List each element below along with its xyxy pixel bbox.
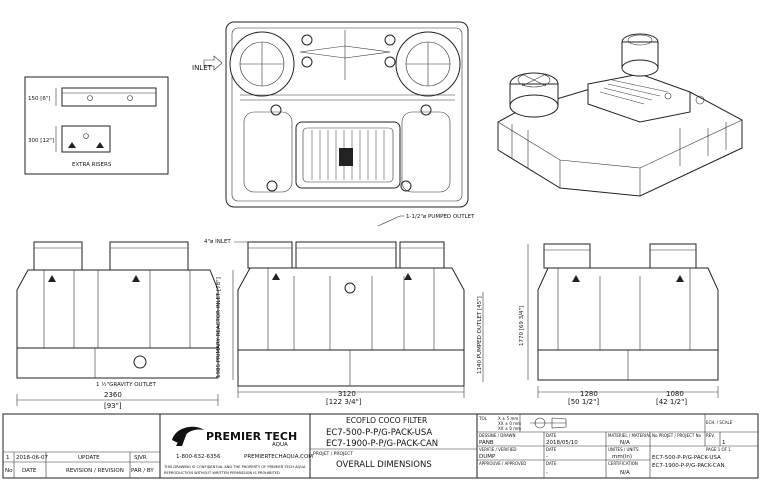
approved-label: APPROUVE / APPROVED [479,461,526,466]
rev-col-no: No [5,468,13,474]
isometric-view [497,33,743,197]
width-1280-dim: 1280 [580,390,598,398]
rev-number: 1 [6,455,10,461]
company-email: PREMIERTECHAQUA.COM [244,454,313,460]
width-42in-dim: [42 1/2"] [656,398,687,406]
pumped-outlet-label: 1-1/2"ø PUMPED OUTLET [406,214,475,220]
rev-col-by: PAR / BY [131,468,154,474]
drawn-label: DESSINE / DRAWN [479,433,515,438]
height-1770-dim: 1770 [69 3/4"] [519,306,525,346]
company-logo-sub: AQUA [272,442,288,448]
tolerance-label: TOL [478,416,488,421]
gravity-outlet-label: 1 ½"GRAVITY OUTLET [96,381,156,388]
rev-date: 2018-06-07 [16,455,48,461]
width-93in-dim: [93"] [104,402,122,410]
date2-value: - [546,454,548,460]
legal-notice: THIS DRAWING IS CONFIDENTIAL AND THE PRO… [163,465,306,469]
reactor-inlet-dim: 1985 PRIMARY REACTOR INLET [78"] [216,277,222,378]
date2-label: DATE [546,447,557,452]
tolerance-line-3: XX ± 0 mm [498,426,521,431]
rev-value: 1 [722,440,726,446]
rev-label: REV. [706,433,715,438]
project-label: PROJET / PROJECT [313,451,353,457]
date3-label: DATE [546,461,557,466]
inlet-label: INLET [192,64,213,72]
model-can: EC7-1900-P-P/G-PACK-CAN [326,439,438,449]
tolerance-line-1: X ± 5 mm [498,416,518,421]
width-50in-dim: [50 1/2"] [568,398,599,406]
legal-notice-2: REPRODUCTION WITHOUT WRITTEN PERMISSION … [164,471,280,475]
width-2360-dim: 2360 [104,391,122,399]
left-elevation [16,241,219,406]
units-label: UNITES / UNITS [608,447,639,452]
page-label: PAGE 1 OF 1 [706,447,731,452]
length-3120-dim: 3120 [338,390,356,398]
drawing-no-can: EC7-1900-P-P/G-PACK-CAN [652,463,725,469]
front-elevation [234,215,465,398]
right-elevation [537,243,719,398]
extra-risers-box [24,76,169,175]
tolerance-line-2: XX ± 0 mm [498,421,521,426]
riser-300-dim: 300 [12"] [28,138,54,144]
company-phone: 1-800-632-6356 [176,454,221,460]
product-name: ECOFLO COCO FILTER [346,416,427,425]
certification-value: N/A [620,470,630,476]
company-logo-text: PREMIER TECH [206,430,297,443]
rev-col-date: DATE [22,468,37,474]
scale-label: ECH. / SCALE [706,420,733,425]
drawn-value: PANB [479,440,494,446]
certification-label: CERTIFICATION [608,461,638,466]
date3-value: - [546,470,548,476]
rev-by: SJVR [134,455,147,461]
material-value: N/A [620,440,630,446]
drawing-no-usa: EC7-500-P-P/G-PACK-USA [652,455,721,461]
project-value: OVERALL DIMENSIONS [336,460,432,470]
riser-150-dim: 150 [6"] [28,96,51,102]
pumped-outlet-dim: 1140 PUMPED OUTLET [45"] [477,296,483,374]
checked-label: VERIFIE / VERIFIED [479,447,516,452]
material-label: MATERIEL / MATERIAL [608,433,652,438]
title-block [2,413,759,479]
units-value: mm(in) [612,454,632,460]
checked-value: DUMP [479,454,496,460]
width-1080-dim: 1080 [666,390,684,398]
inlet-diameter-label: 4"ø INLET [204,239,231,245]
date-value: 2018/05/10 [546,440,578,446]
model-usa: EC7-500-P-P/G-PACK-USA [326,428,432,438]
length-122in-dim: [122 3/4"] [326,398,362,406]
date-label: DATE [546,433,557,438]
rev-description: UPDATE [78,455,100,461]
extra-risers-label: EXTRA RISERS [72,162,112,168]
rev-col-revision: REVISION / REVISION [66,468,124,474]
project-no-label: No PROJET / PROJECT No [652,433,702,438]
top-plan-view [203,21,469,208]
